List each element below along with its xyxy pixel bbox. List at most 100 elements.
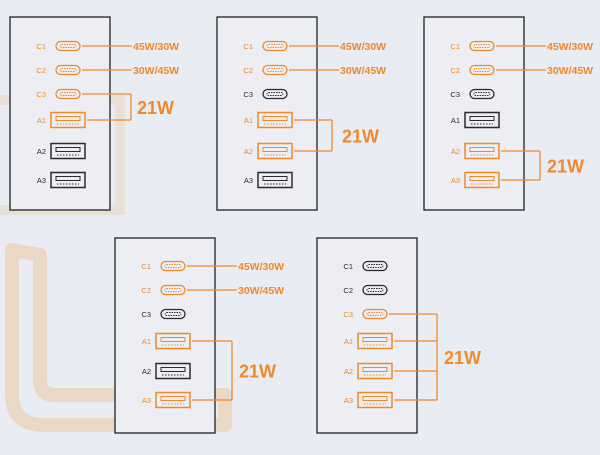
shared-wattage-label: 21W <box>137 98 174 118</box>
usb-a-port-tongue <box>469 147 495 152</box>
port-label-a3: A3 <box>142 396 151 405</box>
usb-a-port-tongue <box>362 337 388 342</box>
usb-c-port-shape <box>160 284 186 296</box>
port-label-c2: C2 <box>343 286 353 295</box>
usb-a-port-tongue <box>55 176 81 181</box>
usb-c-port-contacts <box>366 264 384 268</box>
usb-a-port-shape <box>155 391 191 409</box>
port-label-c1: C1 <box>141 262 151 271</box>
usb-c-port-shape <box>262 40 288 52</box>
usb-c-port-shape <box>362 308 388 320</box>
usb-c-port-contacts <box>473 68 491 72</box>
usb-c-port-shape <box>55 40 81 52</box>
usb-a-port-shape <box>357 332 393 350</box>
usb-c-port-shape <box>362 284 388 296</box>
usb-a-port-tongue <box>262 176 288 181</box>
shared-wattage-label: 21W <box>547 157 584 177</box>
usb-a-port-tongue <box>469 116 495 121</box>
watermark-shape <box>5 243 232 432</box>
port-label-c3: C3 <box>141 310 151 319</box>
usb-c-port-shape <box>262 88 288 100</box>
usb-c-port-shape <box>160 260 186 272</box>
shared-wattage-label: 21W <box>239 362 276 382</box>
port-label-a1: A1 <box>142 337 151 346</box>
port-label-c2: C2 <box>36 66 46 75</box>
usb-c-port-contacts <box>164 312 182 316</box>
usb-a-port-tongue <box>55 147 81 152</box>
port-label-a3: A3 <box>344 396 353 405</box>
port-label-c3: C3 <box>243 90 253 99</box>
usb-c-port-shape <box>362 260 388 272</box>
usb-c-port-shape <box>469 64 495 76</box>
charger-outline <box>423 16 525 211</box>
charger-outline <box>9 16 111 211</box>
port-label-a1: A1 <box>451 116 460 125</box>
wattage-label-1: 45W/30W <box>133 41 179 53</box>
port-label-c2: C2 <box>141 286 151 295</box>
usb-a-port-tongue <box>160 337 186 342</box>
usb-a-port-tongue <box>362 396 388 401</box>
usb-c-port-shape <box>55 88 81 100</box>
usb-c-port-contacts <box>266 44 284 48</box>
usb-c-port-contacts <box>164 264 182 268</box>
usb-a-port-shape <box>50 111 86 129</box>
port-label-a2: A2 <box>244 147 253 156</box>
usb-a-port-shape <box>464 111 500 129</box>
usb-a-port-shape <box>357 391 393 409</box>
charger-outline <box>216 16 318 211</box>
wattage-label-2: 30W/45W <box>547 65 593 77</box>
port-label-c1: C1 <box>450 42 460 51</box>
usb-a-port-shape <box>464 171 500 189</box>
usb-a-port-shape <box>357 362 393 380</box>
usb-c-port-contacts <box>473 44 491 48</box>
wattage-label-1: 45W/30W <box>547 41 593 53</box>
shared-wattage-label: 21W <box>342 127 379 147</box>
usb-c-port-contacts <box>366 288 384 292</box>
usb-a-port-shape <box>257 111 293 129</box>
usb-c-port-contacts <box>59 68 77 72</box>
usb-c-port-contacts <box>366 312 384 316</box>
usb-c-port-shape <box>262 64 288 76</box>
port-label-a1: A1 <box>344 337 353 346</box>
usb-a-port-shape <box>50 142 86 160</box>
wattage-label-2: 30W/45W <box>238 285 284 297</box>
usb-a-port-shape <box>50 171 86 189</box>
usb-a-port-tongue <box>469 176 495 181</box>
shared-wattage-label: 21W <box>444 348 481 368</box>
usb-a-port-shape <box>464 142 500 160</box>
usb-a-port-shape <box>257 142 293 160</box>
configuration-panels: C1C2C3A1A2A345W/30W30W/45W21WC1C2C3A1A2A… <box>9 16 593 434</box>
usb-c-port-contacts <box>59 92 77 96</box>
usb-c-port-contacts <box>164 288 182 292</box>
port-label-a2: A2 <box>451 147 460 156</box>
usb-c-port-shape <box>55 64 81 76</box>
port-label-c1: C1 <box>343 262 353 271</box>
port-label-c1: C1 <box>243 42 253 51</box>
usb-c-port-contacts <box>473 92 491 96</box>
port-label-a3: A3 <box>244 176 253 185</box>
port-label-a3: A3 <box>451 176 460 185</box>
port-label-a2: A2 <box>37 147 46 156</box>
port-label-c3: C3 <box>36 90 46 99</box>
port-label-c1: C1 <box>36 42 46 51</box>
wattage-label-1: 45W/30W <box>340 41 386 53</box>
port-label-c2: C2 <box>450 66 460 75</box>
usb-a-port-shape <box>155 362 191 380</box>
usb-a-port-tongue <box>55 116 81 121</box>
usb-a-port-tongue <box>362 367 388 372</box>
usb-a-port-shape <box>257 171 293 189</box>
usb-a-port-tongue <box>262 147 288 152</box>
wattage-label-2: 30W/45W <box>340 65 386 77</box>
usb-a-port-tongue <box>160 396 186 401</box>
usb-a-port-tongue <box>262 116 288 121</box>
usb-c-port-contacts <box>59 44 77 48</box>
port-label-c3: C3 <box>450 90 460 99</box>
wattage-label-2: 30W/45W <box>133 65 179 77</box>
port-label-a2: A2 <box>344 367 353 376</box>
port-label-a1: A1 <box>37 116 46 125</box>
usb-a-port-tongue <box>160 367 186 372</box>
